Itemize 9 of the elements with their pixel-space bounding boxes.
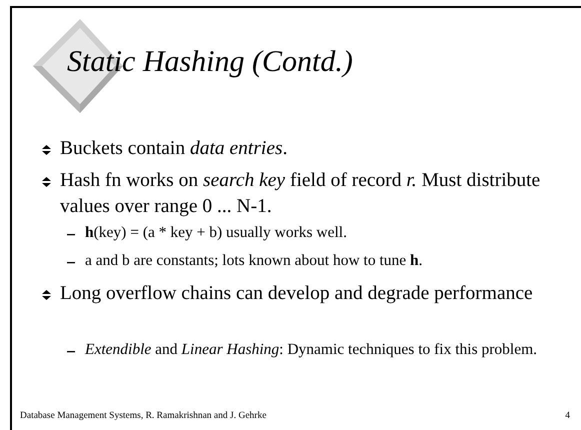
bullet-text: Long overflow chains can develop and degrade performance — [60, 282, 534, 306]
page-number: 4 — [565, 411, 570, 421]
slide-title: Static Hashing (Contd.) — [67, 45, 353, 79]
footer-text: Database Management Systems, R. Ramakrishnan and J. Gehrke — [20, 411, 266, 421]
sub-bullet-text: a and b are constants; lots known about how to tune h. — [85, 251, 424, 271]
sub-bullet-text: Extendible and Linear Hashing: Dynamic techniques to fix this problem. — [85, 340, 538, 360]
bullet-text: Hash fn works on search key field of record r. Must distribute values over range 0 ... N-1. — [60, 169, 542, 219]
bullet-text: Buckets contain data entries. — [60, 137, 288, 161]
sub-bullet-text: h(key) = (a * key + b) usually works well. — [85, 223, 348, 243]
